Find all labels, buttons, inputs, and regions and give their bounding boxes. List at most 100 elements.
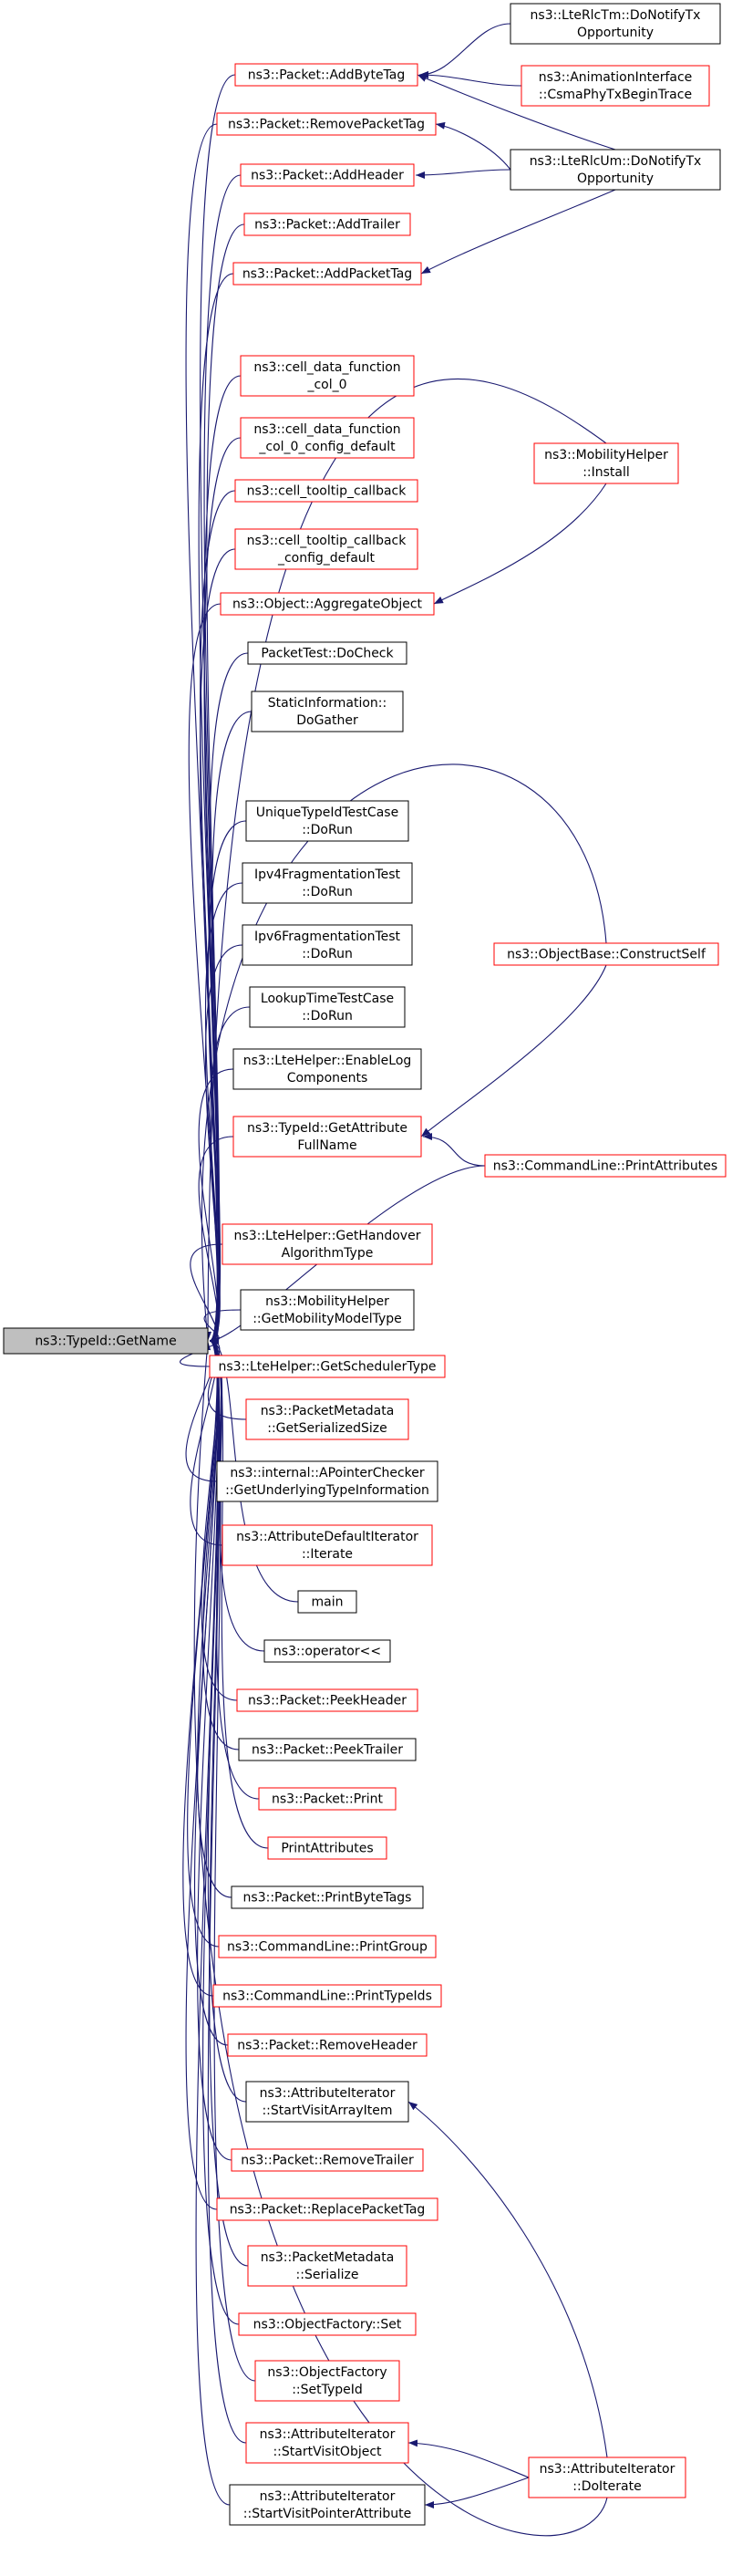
node-startvisitarray[interactable]: ns3::AttributeIterator::StartVisitArrayI… (245, 2081, 409, 2123)
node-celldata0cfg[interactable]: ns3::cell_data_function_col_0_config_def… (240, 417, 415, 459)
node-serialize[interactable]: ns3::PacketMetadata::Serialize (247, 2245, 407, 2287)
node-printbytetags[interactable]: ns3::Packet::PrintByteTags (231, 1885, 424, 1909)
node-label-line: ns3::Packet::RemoveTrailer (241, 2154, 414, 2168)
node-label-line: ns3::ObjectFactory (267, 2365, 387, 2380)
node-schedtype[interactable]: ns3::LteHelper::GetSchedulerType (209, 1355, 446, 1378)
node-label-line: ns3::internal::APointerChecker (230, 1466, 425, 1480)
node-removetrailer[interactable]: ns3::Packet::RemoveTrailer (231, 2148, 424, 2172)
edge-startvisitpointer-to-root (195, 1337, 231, 2506)
node-box (533, 442, 679, 484)
edge-doiterate-to-startvisitarray (407, 2101, 608, 2458)
node-label-line: ns3::Packet::AddByteTag (248, 68, 406, 83)
node-animcsma[interactable]: ns3::AnimationInterface::CsmaPhyTxBeginT… (521, 65, 710, 107)
node-mobilitytype[interactable]: ns3::MobilityHelper::GetMobilityModelTyp… (240, 1289, 415, 1331)
node-addpackettag[interactable]: ns3::Packet::AddPacketTag (232, 262, 422, 286)
node-apointer[interactable]: ns3::internal::APointerChecker::GetUnder… (216, 1460, 438, 1502)
node-opstream[interactable]: ns3::operator<< (263, 1639, 391, 1663)
node-peekheader[interactable]: ns3::Packet::PeekHeader (236, 1688, 418, 1712)
node-box (484, 1154, 727, 1178)
node-box (243, 213, 411, 236)
edge-constructself-to-getattrfull (420, 964, 607, 1137)
node-ipv4frag[interactable]: Ipv4FragmentationTest::DoRun (242, 862, 413, 904)
node-addbytetag[interactable]: ns3::Packet::AddByteTag (234, 63, 418, 87)
node-staticinfo[interactable]: StaticInformation::DoGather (251, 691, 404, 732)
node-label-line: ns3::AttributeIterator (260, 2427, 396, 2442)
edge-cmdprintattr-to-getattrfull (422, 1133, 486, 1167)
node-label-line: Opportunity (577, 171, 654, 186)
node-label-line: ns3::Packet::RemovePacketTag (228, 118, 425, 132)
node-ipv6frag[interactable]: Ipv6FragmentationTest::DoRun (242, 924, 413, 966)
node-printtypeids[interactable]: ns3::CommandLine::PrintTypeIds (212, 1984, 442, 2008)
edge-doiterate-to-startvisitpointer (424, 2477, 530, 2508)
node-mobinstall[interactable]: ns3::MobilityHelper::Install (533, 442, 679, 484)
node-constructself[interactable]: ns3::ObjectBase::ConstructSelf (493, 942, 719, 966)
edge-rlcum-to-addbytetag (417, 74, 616, 151)
node-label-line: ns3::LteRlcTm::DoNotifyTx (531, 8, 701, 23)
node-addheader[interactable]: ns3::Packet::AddHeader (240, 163, 415, 187)
node-box (231, 2148, 424, 2172)
node-replacepackettag[interactable]: ns3::Packet::ReplacePacketTag (216, 2197, 438, 2221)
node-label-line: ns3::MobilityHelper (544, 448, 668, 462)
node-label-line: Components (287, 1071, 368, 1085)
node-label-line: ::CsmaPhyTxBeginTrace (539, 88, 692, 102)
node-box (249, 986, 406, 1028)
node-removepackettag[interactable]: ns3::Packet::RemovePacketTag (216, 112, 437, 136)
node-label-line: ns3::Packet::RemoveHeader (237, 2039, 418, 2053)
node-uniquetypeid[interactable]: UniqueTypeIdTestCase::DoRun (245, 800, 409, 842)
node-label-line: PacketTest::DoCheck (261, 647, 394, 661)
node-box (258, 1787, 397, 1811)
node-label-line: UniqueTypeIdTestCase (256, 805, 398, 820)
node-label-line: ::GetSerializedSize (267, 1421, 387, 1436)
node-startvisitobject[interactable]: ns3::AttributeIterator::StartVisitObject (245, 2422, 409, 2464)
edge-getattrfull-to-root (198, 1136, 234, 1345)
node-doiterate[interactable]: ns3::AttributeIterator::DoIterate (528, 2457, 686, 2498)
node-box (510, 149, 721, 191)
node-removeheader[interactable]: ns3::Packet::RemoveHeader (227, 2033, 428, 2057)
node-objfactoryset[interactable]: ns3::ObjectFactory::Set (238, 2312, 417, 2336)
node-main[interactable]: main (297, 1590, 357, 1614)
node-startvisitpointer[interactable]: ns3::AttributeIterator::StartVisitPointe… (229, 2484, 426, 2526)
node-celltooltip[interactable]: ns3::cell_tooltip_callback (234, 479, 418, 503)
node-label-line: ::Install (583, 465, 630, 480)
node-celldata0[interactable]: ns3::cell_data_function_col_0 (240, 355, 415, 397)
node-label-line: ::DoRun (302, 947, 353, 961)
node-label-line: LookupTimeTestCase (261, 992, 394, 1006)
node-label-line: ns3::TypeId::GetAttribute (247, 1121, 407, 1136)
node-label-line: _col_0_config_default (258, 440, 396, 454)
node-label-line: ns3::cell_tooltip_callback (247, 484, 407, 499)
node-peektrailer[interactable]: ns3::Packet::PeekTrailer (238, 1738, 417, 1761)
node-label-line: ns3::Packet::PeekTrailer (252, 1743, 403, 1758)
node-printattributes[interactable]: PrintAttributes (267, 1836, 387, 1860)
node-label-line: ns3::Packet::PrintByteTags (243, 1891, 412, 1906)
node-settypeid[interactable]: ns3::ObjectFactory::SetTypeId (254, 2360, 400, 2402)
node-label-line: ns3::LteHelper::GetSchedulerType (218, 1360, 436, 1375)
node-attrdefiter[interactable]: ns3::AttributeDefaultIterator::Iterate (222, 1524, 433, 1566)
node-label-line: ::Iterate (302, 1547, 353, 1562)
node-print[interactable]: ns3::Packet::Print (258, 1787, 397, 1811)
node-printgroup[interactable]: ns3::CommandLine::PrintGroup (218, 1935, 437, 1958)
node-addtrailer[interactable]: ns3::Packet::AddTrailer (243, 213, 411, 236)
node-label-line: ns3::cell_tooltip_callback (247, 534, 407, 548)
node-label-line: ns3::PacketMetadata (261, 1404, 395, 1418)
node-box (510, 3, 721, 45)
node-label-line: ns3::AttributeDefaultIterator (236, 1530, 418, 1544)
node-lookuptime[interactable]: LookupTimeTestCase::DoRun (249, 986, 406, 1028)
edge-rlcum-to-removepackettag (435, 121, 511, 171)
node-label-line: ns3::Packet::AddHeader (251, 169, 404, 183)
node-cmdprintattr[interactable]: ns3::CommandLine::PrintAttributes (484, 1154, 727, 1178)
node-box (247, 2245, 407, 2287)
node-label-line: PrintAttributes (281, 1842, 373, 1856)
node-box (521, 65, 710, 107)
node-serializedsize[interactable]: ns3::PacketMetadata::GetSerializedSize (245, 1398, 409, 1440)
node-label-line: ns3::CommandLine::PrintAttributes (493, 1159, 717, 1174)
node-aggregate[interactable]: ns3::Object::AggregateObject (220, 592, 435, 616)
node-celltooltipcfg[interactable]: ns3::cell_tooltip_callback_config_defaul… (234, 528, 418, 570)
node-box (231, 1885, 424, 1909)
node-packettestcheck[interactable]: PacketTest::DoCheck (247, 641, 407, 665)
